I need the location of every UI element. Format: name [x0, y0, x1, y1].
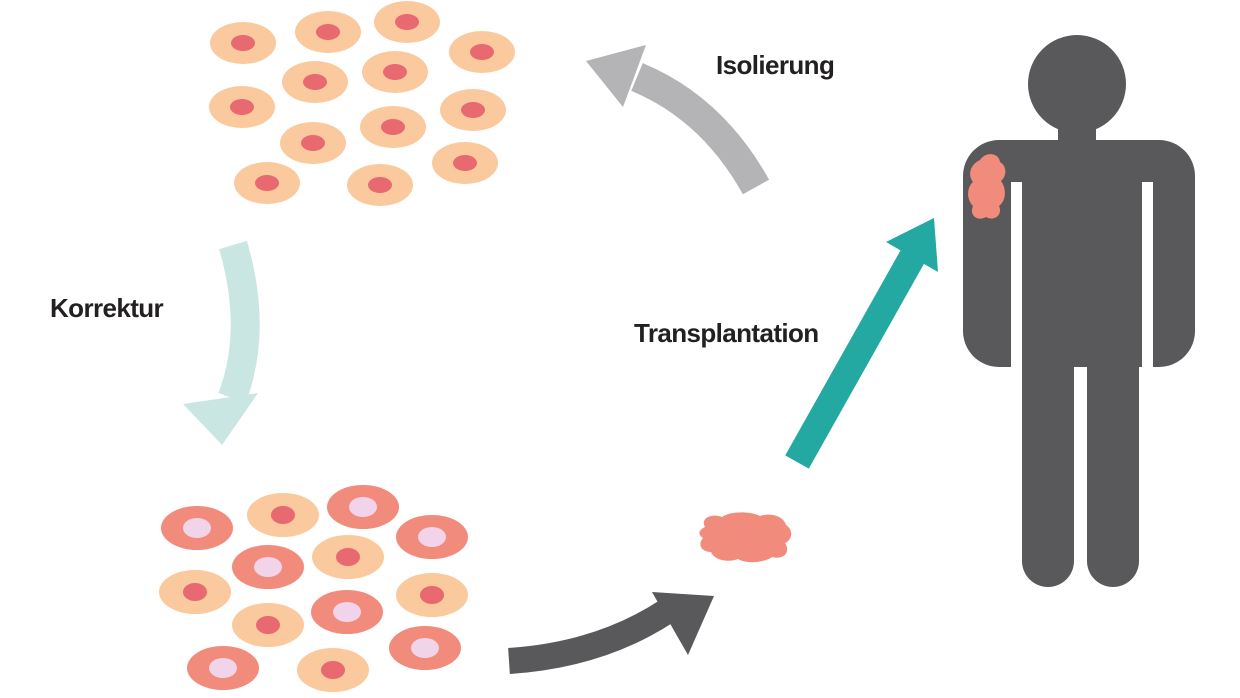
uncorrected-cell	[280, 122, 346, 164]
correction-arrowhead	[183, 393, 258, 445]
isolation-label: Isolierung	[716, 50, 835, 80]
uncorrected-cell	[234, 162, 300, 204]
cell-nucleus	[230, 99, 254, 115]
isolation-arrowhead	[586, 45, 646, 107]
cell-nucleus	[209, 658, 237, 678]
uncorrected-cell	[347, 164, 413, 206]
uncorrected-cell	[440, 89, 506, 131]
corrected-cell	[161, 506, 233, 550]
correction-arrow	[183, 240, 260, 445]
correction-label: Korrektur	[50, 293, 164, 323]
uncorrected-cell	[209, 86, 275, 128]
corrected-cell	[187, 646, 259, 690]
cell-nucleus	[420, 586, 444, 604]
extraction-arrow-shaft	[508, 600, 675, 674]
cell-nucleus	[411, 638, 439, 658]
uncorrected-cell	[159, 570, 231, 614]
cell-nucleus	[461, 102, 485, 118]
corrected-cell	[327, 485, 399, 529]
top-cell-cluster	[209, 1, 515, 206]
cell-nucleus	[256, 616, 280, 634]
cell-nucleus	[395, 14, 419, 30]
figure-arm-gap-right	[1142, 182, 1153, 367]
figure-leg-right	[1087, 300, 1139, 587]
uncorrected-cell	[232, 603, 304, 647]
cell-nucleus	[383, 64, 407, 80]
isolation-arrow-shaft	[631, 63, 770, 195]
cell-nucleus	[271, 506, 295, 524]
cell-nucleus	[381, 119, 405, 135]
cell-nucleus	[183, 583, 207, 601]
cell-nucleus	[336, 548, 360, 566]
corrected-cell	[232, 545, 304, 589]
uncorrected-cell	[432, 142, 498, 184]
cell-nucleus	[303, 74, 327, 90]
cell-nucleus	[333, 602, 361, 622]
cell-nucleus	[321, 661, 345, 679]
uncorrected-cell	[360, 106, 426, 148]
cell-nucleus	[254, 557, 282, 577]
corrected-cell	[396, 515, 468, 559]
cell-nucleus	[368, 177, 392, 193]
tissue-blob	[699, 512, 792, 563]
uncorrected-cell	[449, 31, 515, 73]
uncorrected-cell	[312, 535, 384, 579]
cell-nucleus	[470, 44, 494, 60]
figure-head	[1028, 35, 1126, 133]
corrected-cell	[389, 626, 461, 670]
shoulder-tissue-patch	[968, 154, 1006, 219]
cell-nucleus	[453, 155, 477, 171]
extraction-arrow	[508, 592, 714, 674]
figure-arm-gap-left	[1011, 182, 1022, 367]
cell-nucleus	[301, 135, 325, 151]
uncorrected-cell	[297, 648, 369, 692]
corrected-cell	[311, 590, 383, 634]
figure-leg-left	[1022, 300, 1074, 587]
cell-nucleus	[418, 527, 446, 547]
transplantation-label: Transplantation	[634, 318, 819, 348]
correction-arrow-shaft	[218, 240, 260, 404]
isolation-arrow	[586, 45, 770, 195]
transplantation-arrow-shaft	[785, 247, 926, 469]
uncorrected-cell	[210, 22, 276, 64]
uncorrected-cell	[282, 61, 348, 103]
uncorrected-cell	[247, 493, 319, 537]
uncorrected-cell	[362, 51, 428, 93]
cell-nucleus	[231, 35, 255, 51]
uncorrected-cell	[396, 573, 468, 617]
cell-nucleus	[183, 518, 211, 538]
bottom-cell-cluster	[159, 485, 468, 692]
human-figure	[963, 35, 1195, 587]
transplantation-arrowhead	[886, 218, 938, 272]
uncorrected-cell	[374, 1, 440, 43]
cell-nucleus	[316, 24, 340, 40]
uncorrected-cell	[295, 11, 361, 53]
transplantation-arrow	[785, 218, 938, 469]
extraction-arrowhead	[652, 592, 714, 655]
cell-nucleus	[255, 175, 279, 191]
cell-nucleus	[349, 497, 377, 517]
